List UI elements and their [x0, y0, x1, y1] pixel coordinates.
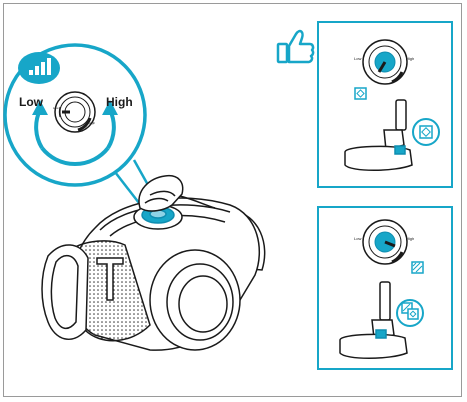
low-label: Low — [19, 95, 43, 109]
panel-top-low-label: Low — [354, 56, 362, 61]
panel-low-setting — [317, 21, 453, 188]
adjust-arrows — [32, 100, 118, 166]
floor-nozzle-top — [344, 99, 413, 171]
floor-nozzle-bottom — [339, 281, 408, 359]
panel-bottom-high-label: High — [406, 236, 415, 241]
thumbs-up-icon — [276, 29, 315, 64]
illustration-frame — [3, 3, 462, 397]
vacuum-cleaner — [41, 174, 266, 351]
high-label: High — [106, 95, 133, 109]
main-dial-knob — [54, 91, 96, 133]
panel-bottom-dial — [362, 219, 408, 265]
hard-floor-icon — [354, 87, 367, 100]
main-dial-high-small: High — [89, 121, 96, 125]
panel-top-dial — [362, 39, 408, 85]
panel-bottom-low-label: Low — [354, 236, 362, 241]
panel-high-setting — [317, 206, 453, 370]
carpet-icon — [411, 261, 424, 274]
panel-top-high-label: High — [406, 56, 415, 61]
signal-strength-icon — [18, 52, 60, 84]
main-dial-low-small: Low — [53, 106, 59, 110]
